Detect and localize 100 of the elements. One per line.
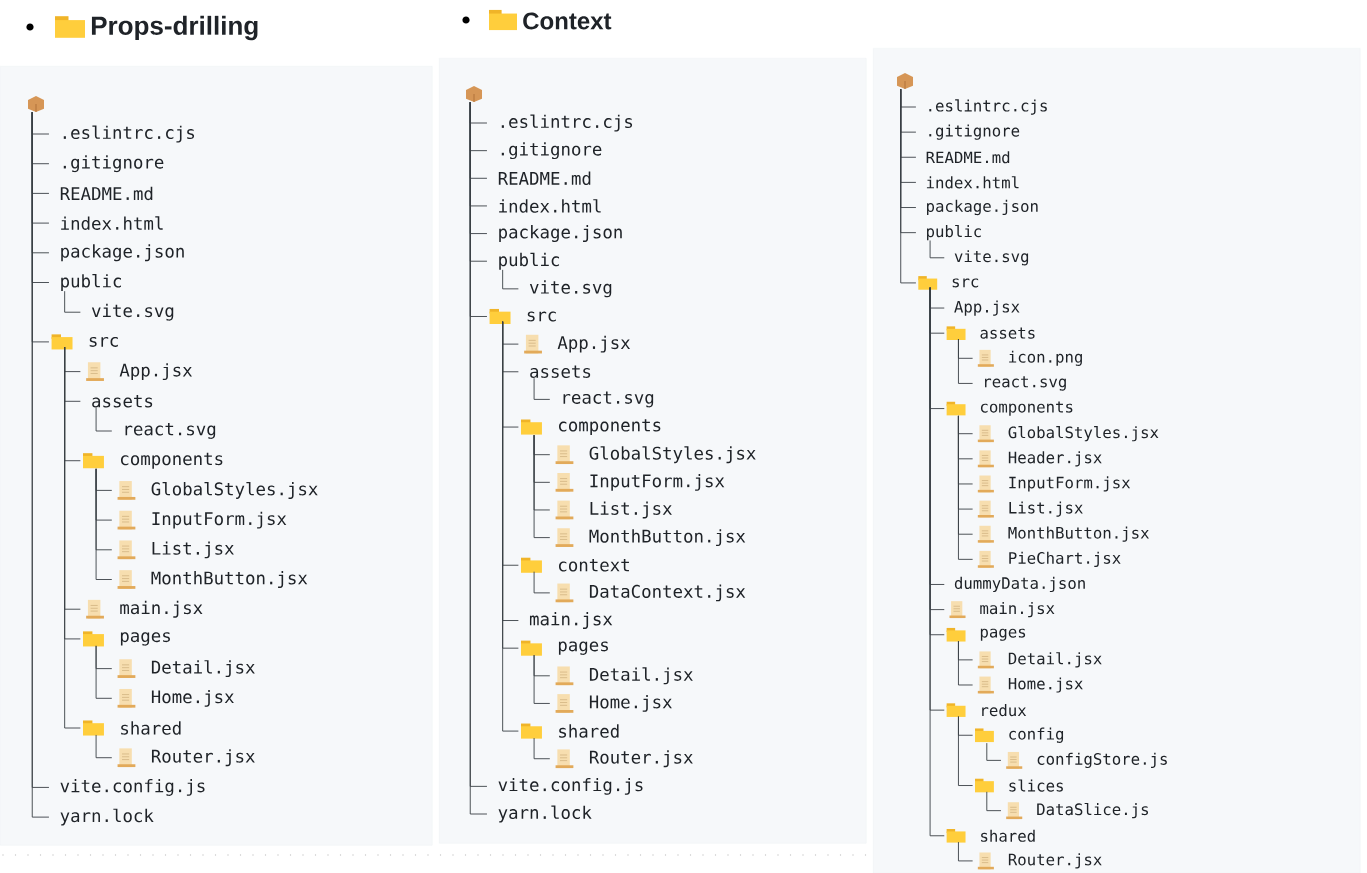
tree-entry: PieChart.jsx [1009, 551, 1121, 567]
tree-entry: components [559, 419, 661, 435]
tree-entry: List.jsx [152, 541, 234, 559]
tree-entry: vite.svg [954, 250, 1029, 266]
tree-entry: main.jsx [980, 602, 1055, 618]
tree-entry: .eslintrc.cjs [63, 125, 195, 143]
tree-entry: .gitignore [63, 155, 164, 173]
tree-entry: yarn.lock [498, 805, 592, 823]
tree-entry: pages [558, 641, 608, 655]
tree-entry: package.json [499, 225, 622, 243]
tree-entry: Header.jsx [1008, 451, 1102, 467]
tree-entry: DataSlice.js [1037, 803, 1148, 819]
tree-entry: src [89, 336, 118, 347]
tree-entry: MonthButton.jsx [151, 571, 308, 588]
tree-entry: README.md [926, 151, 1010, 164]
tree-entry: public [499, 252, 559, 270]
tree-entry: vite.svg [91, 303, 174, 321]
tree-entry: icon.png [1009, 350, 1082, 366]
tree-entry: public [927, 225, 981, 241]
tree-entry: Home.jsx [589, 695, 672, 712]
tree-entry: Home.jsx [151, 689, 234, 707]
panel-background [873, 48, 1361, 873]
tree-line [958, 338, 974, 384]
tree-entry: Router.jsx [1008, 853, 1102, 869]
tree-entry: index.html [926, 176, 1019, 189]
tree-line [986, 742, 1002, 761]
tree-entry: .eslintrc.cjs [501, 114, 633, 132]
package-icon [897, 73, 913, 90]
tree-entry: dummyData.json [954, 576, 1085, 593]
tree-line [958, 715, 974, 786]
tree-line [95, 734, 113, 759]
package-icon [28, 96, 44, 113]
tree-line [95, 468, 113, 580]
tree-entry: Detail.jsx [1008, 652, 1102, 668]
tree-entry: Router.jsx [590, 750, 693, 768]
heading: Props-drilling [91, 15, 258, 41]
tree-entry: Detail.jsx [589, 667, 693, 685]
tree-entry: Detail.jsx [151, 660, 255, 678]
tree-entry: README.md [498, 171, 591, 185]
tree-entry: src [527, 311, 556, 322]
tree-entry: .gitignore [501, 142, 602, 160]
tree-line [958, 841, 974, 862]
tree-entry: List.jsx [1009, 501, 1083, 517]
tree-entry: src [952, 278, 979, 288]
tree-entry: assets [530, 365, 591, 378]
tree-entry: vite.config.js [498, 777, 643, 795]
tree-line [929, 240, 945, 259]
tree-entry: package.json [61, 244, 184, 262]
tree-entry: shared [559, 724, 619, 738]
tree-entry: pages [980, 628, 1026, 641]
tree-line [958, 640, 974, 686]
tree-entry: MonthButton.jsx [1008, 526, 1149, 542]
tree-line [533, 737, 551, 760]
tree-line [533, 654, 551, 704]
tree-entry: main.jsx [120, 600, 203, 618]
tree-entry: .gitignore [929, 124, 1020, 140]
tree-entry: MonthButton.jsx [589, 529, 746, 547]
tree-entry: react.svg [125, 423, 216, 439]
tree-entry: assets [92, 395, 153, 408]
tree-entry: config [1009, 727, 1064, 743]
tree-entry: react.svg [985, 376, 1066, 391]
tree-entry: GlobalStyles.jsx [589, 446, 756, 464]
tree-entry: context [559, 559, 629, 572]
tree-line [929, 287, 945, 837]
package-icon [466, 86, 482, 103]
tree-line [533, 377, 551, 400]
tree-entry: App.jsx [557, 335, 630, 353]
tree-entry: Home.jsx [1008, 677, 1083, 693]
tree-entry: configStore.js [1037, 752, 1167, 769]
tree-entry: redux [982, 704, 1027, 717]
tree-entry: public [61, 274, 121, 291]
tree-line [533, 434, 551, 539]
tree-entry: pages [120, 632, 170, 646]
tree-line [502, 321, 519, 732]
tree-entry: InputForm.jsx [590, 473, 725, 491]
tree-entry: index.html [61, 216, 163, 230]
tree-line [958, 415, 974, 560]
tree-entry: App.jsx [119, 363, 192, 381]
tree-entry: shared [121, 721, 181, 735]
tree-entry: vite.svg [529, 280, 612, 298]
tree-line [502, 269, 519, 290]
tree-entry: slices [1009, 779, 1063, 792]
tree-entry: assets [980, 327, 1035, 339]
tree-entry: components [121, 452, 223, 469]
tree-line [64, 290, 81, 313]
tree-line [64, 346, 81, 729]
tree-entry: main.jsx [529, 612, 613, 629]
tree-entry: components [980, 401, 1073, 416]
tree-entry: vite.config.js [60, 778, 205, 796]
tree-entry: Router.jsx [151, 749, 255, 767]
tree-line [95, 407, 113, 432]
tree-entry: App.jsx [954, 300, 1020, 316]
tree-entry: DataContext.jsx [589, 584, 746, 602]
tree-entry: index.html [499, 199, 601, 213]
tree-entry: InputForm.jsx [152, 511, 287, 529]
tree-entry: yarn.lock [60, 808, 154, 826]
tree-entry: List.jsx [590, 501, 672, 519]
tree-entry: GlobalStyles.jsx [151, 481, 318, 499]
tree-entry: .eslintrc.cjs [929, 99, 1047, 115]
tree-entry: InputForm.jsx [1009, 476, 1131, 492]
